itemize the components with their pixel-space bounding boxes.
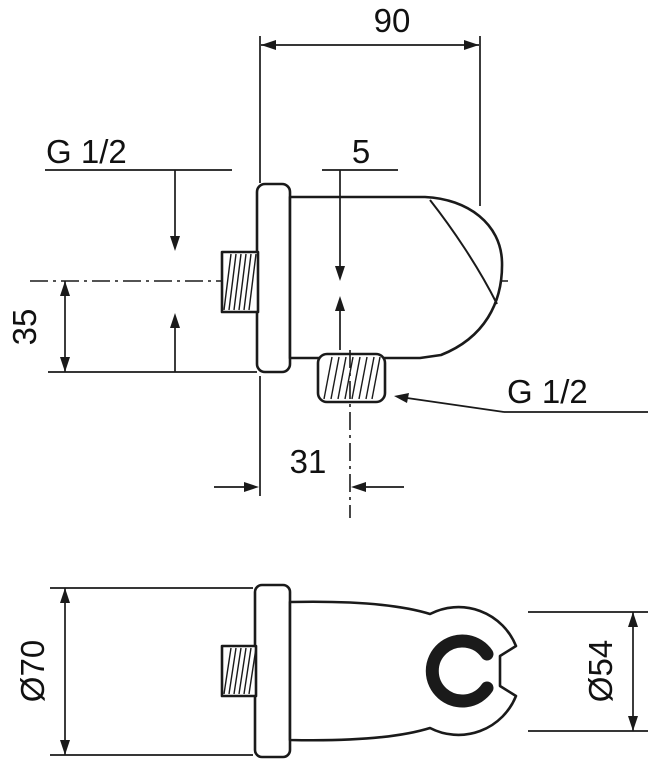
arrowhead	[628, 716, 638, 731]
arrowhead	[351, 482, 366, 492]
body-side	[288, 195, 504, 360]
dim-31-label: 31	[290, 443, 327, 480]
plan-view: Ø70 Ø54	[14, 583, 648, 759]
wall-flange	[255, 182, 292, 374]
arrowhead	[60, 357, 70, 372]
holder-cone-edge	[429, 199, 498, 305]
inlet-thread-label: G 1/2	[46, 133, 127, 170]
dimension-5: 5	[322, 133, 398, 350]
inlet-thread-plan-hatch	[223, 647, 257, 695]
outlet-thread-hatch	[323, 356, 381, 400]
arrowhead	[394, 393, 409, 403]
dimension-31: 31	[214, 376, 404, 496]
arrowhead	[170, 313, 180, 328]
inlet-thread-hatch	[223, 253, 257, 311]
wall-flange-plan	[253, 583, 292, 759]
arrowhead	[261, 40, 276, 50]
arrowhead	[464, 40, 479, 50]
arrowhead	[335, 266, 345, 281]
arrowhead	[170, 236, 180, 251]
dimension-dia54: Ø54	[528, 611, 648, 732]
arrowhead	[244, 482, 259, 492]
outlet-thread-callout: G 1/2	[394, 373, 648, 413]
dimension-90: 90	[259, 2, 481, 206]
side-view: 90 G 1/2 5 35	[6, 2, 648, 518]
arrowhead	[628, 612, 638, 627]
arrowhead	[335, 296, 345, 311]
arrowhead	[60, 740, 70, 755]
dim-90-label: 90	[374, 2, 411, 39]
holder-ring	[425, 634, 494, 708]
dim-5-label: 5	[352, 133, 370, 170]
dimension-dia70: Ø70	[14, 587, 253, 756]
dimension-35: 35	[6, 281, 257, 373]
arrowhead	[60, 281, 70, 296]
dim-35-label: 35	[6, 309, 43, 346]
inlet-thread-callout: G 1/2	[45, 133, 232, 372]
body-plan	[288, 600, 518, 742]
outlet-thread-label: G 1/2	[507, 373, 588, 410]
dia-54-label: Ø54	[582, 640, 619, 702]
dia-70-label: Ø70	[14, 640, 51, 702]
arrowhead	[60, 588, 70, 603]
